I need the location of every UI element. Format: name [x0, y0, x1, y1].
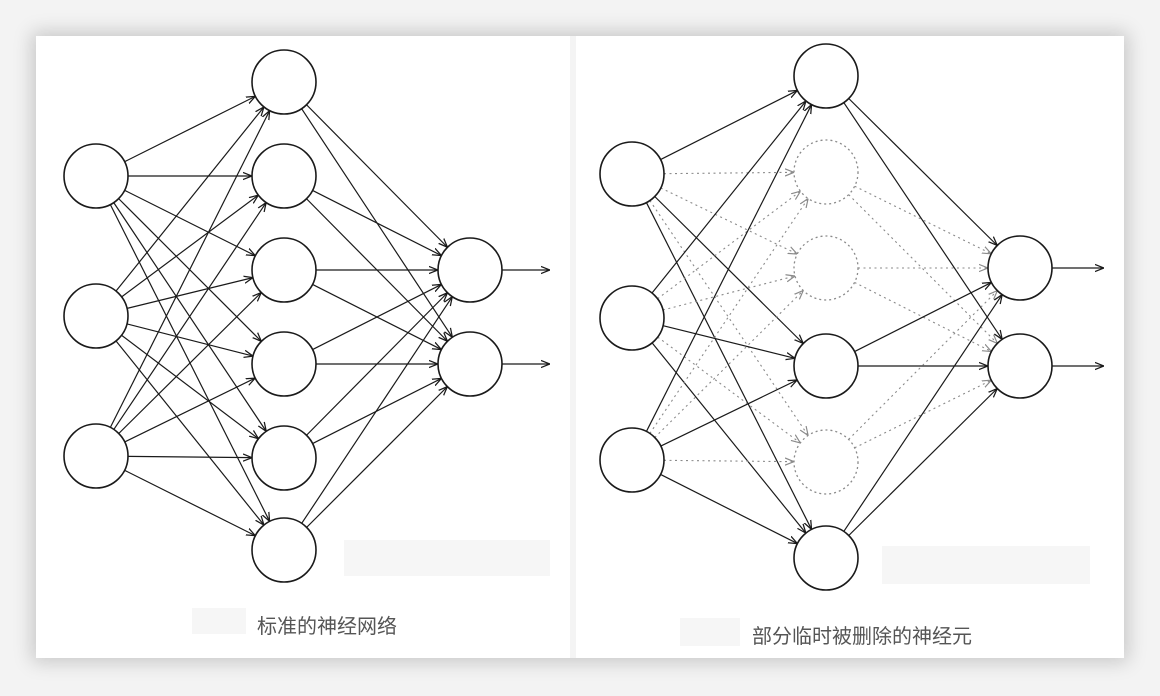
watermark-blur-left — [344, 540, 550, 576]
caption-blur-right — [680, 618, 740, 646]
connection-arrow — [660, 380, 797, 447]
connection-arrow — [660, 90, 798, 161]
hidden-neuron — [251, 143, 317, 209]
dropout-network — [599, 43, 1104, 591]
dropped-connection-arrow — [854, 185, 992, 254]
dropped-connection-arrow — [854, 380, 992, 449]
connection-arrow — [115, 107, 264, 292]
connection-arrow — [654, 196, 804, 344]
input-neuron — [63, 143, 129, 209]
connection-arrow — [306, 293, 448, 436]
connection-arrow — [124, 469, 256, 535]
caption-blur-left — [192, 608, 246, 634]
standard-network-connections — [109, 96, 550, 535]
connection-arrow — [660, 473, 798, 543]
connection-arrow — [645, 105, 811, 432]
output-neuron — [987, 235, 1053, 301]
connection-arrow — [115, 340, 264, 525]
connection-arrow — [126, 323, 253, 356]
connection-arrow — [651, 101, 806, 294]
connection-arrow — [121, 195, 259, 298]
dropped-connection-arrow — [854, 281, 992, 351]
input-neuron — [599, 141, 665, 207]
dropped-connection-arrow — [662, 276, 795, 311]
connection-arrow — [645, 202, 811, 530]
dropout-network-neurons — [599, 43, 1053, 591]
dropped-connection-arrow — [663, 460, 794, 461]
hidden-neuron — [251, 237, 317, 303]
connection-arrow — [124, 189, 256, 255]
connection-arrow — [843, 102, 1002, 340]
connection-arrow — [848, 389, 998, 536]
dropped-connection-arrow — [663, 172, 794, 173]
input-neuron — [63, 283, 129, 349]
connection-arrow — [306, 387, 448, 528]
dropped-hidden-neuron — [793, 429, 859, 495]
connection-arrow — [312, 189, 442, 255]
dropped-connection-arrow — [657, 336, 801, 443]
connection-arrow — [651, 342, 806, 533]
dropped-hidden-neuron — [793, 139, 859, 205]
caption-dropout-network: 部分临时被删除的神经元 — [752, 624, 972, 648]
hidden-neuron — [793, 333, 859, 399]
output-neuron — [437, 237, 503, 303]
hidden-neuron — [793, 525, 859, 591]
connection-arrow — [109, 111, 269, 428]
hidden-neuron — [251, 49, 317, 115]
input-neuron — [599, 427, 665, 493]
input-neuron — [599, 285, 665, 351]
connection-arrow — [124, 378, 256, 443]
dropped-hidden-neuron — [793, 235, 859, 301]
hidden-neuron — [251, 517, 317, 583]
hidden-neuron — [251, 331, 317, 397]
connection-arrow — [843, 295, 1002, 532]
connection-arrow — [118, 293, 262, 434]
output-neuron — [437, 331, 503, 397]
panel-divider — [570, 36, 576, 658]
hidden-neuron — [793, 43, 859, 109]
connection-arrow — [127, 456, 252, 457]
dropped-connection-arrow — [848, 291, 998, 440]
dropped-connection-arrow — [649, 200, 808, 436]
dropped-connection-arrow — [657, 191, 801, 300]
connection-arrow — [306, 104, 448, 248]
dropped-connection-arrow — [649, 199, 808, 434]
connection-arrow — [662, 325, 795, 359]
connection-arrow — [312, 284, 442, 351]
dropout-network-connections — [645, 90, 1104, 543]
connection-arrow — [124, 96, 256, 163]
output-neuron — [987, 333, 1053, 399]
standard-network — [63, 49, 550, 583]
connection-arrow — [121, 334, 259, 438]
connection-arrow — [113, 203, 266, 430]
watermark-blur-right — [882, 546, 1090, 584]
caption-standard-network: 标准的神经网络 — [257, 614, 397, 638]
connection-arrow — [848, 98, 998, 246]
connection-arrow — [854, 282, 992, 353]
dropped-connection-arrow — [848, 194, 998, 344]
hidden-neuron — [251, 425, 317, 491]
connection-arrow — [126, 278, 253, 309]
input-neuron — [63, 423, 129, 489]
standard-network-neurons — [63, 49, 503, 583]
dropped-connection-arrow — [654, 291, 804, 438]
connection-arrow — [301, 297, 453, 524]
